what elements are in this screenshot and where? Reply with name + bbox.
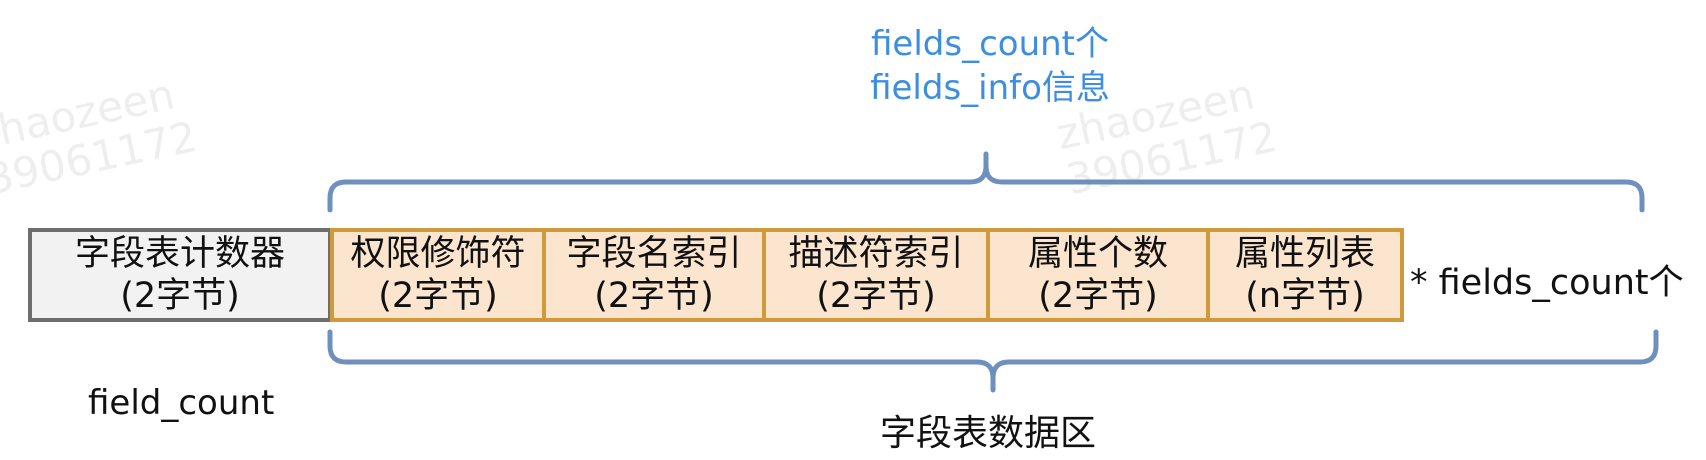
attributes-list-cell: 属性列表 (n字节) — [1206, 228, 1404, 322]
fields-info-label-line-1: fields_count个 — [871, 24, 1109, 64]
access-flags-cell: 权限修饰符 (2字节) — [330, 228, 546, 322]
fields-info-label: fields_count个 fields_info信息 — [820, 22, 1160, 110]
cell-size: (2字节) — [378, 276, 498, 316]
cell-name: 属性列表 — [1234, 234, 1375, 274]
field-counter-cell: 字段表计数器 (2字节) — [28, 228, 332, 322]
top-brace — [327, 151, 1645, 213]
field-count-label: field_count — [88, 383, 275, 423]
cell-name: 属性个数 — [1027, 234, 1168, 274]
cell-size: (2字节) — [594, 276, 714, 316]
field-counter-size: (2字节) — [120, 276, 240, 316]
field-table-data-area-label: 字段表数据区 — [880, 413, 1097, 454]
cell-size: (n字节) — [1245, 276, 1365, 316]
field-counter-name: 字段表计数器 — [74, 234, 285, 274]
fields-count-multiplier-label: * fields_count个 — [1410, 263, 1684, 303]
cell-name: 描述符索引 — [788, 234, 964, 274]
cell-size: (2字节) — [816, 276, 936, 316]
fields-info-label-line-2: fields_info信息 — [870, 68, 1110, 108]
bottom-brace — [327, 329, 1659, 393]
cell-name: 权限修饰符 — [350, 234, 526, 274]
cell-name: 字段名索引 — [566, 234, 742, 274]
name-index-cell: 字段名索引 (2字节) — [542, 228, 766, 322]
cell-size: (2字节) — [1038, 276, 1158, 316]
attributes-count-cell: 属性个数 (2字节) — [986, 228, 1210, 322]
descriptor-index-cell: 描述符索引 (2字节) — [762, 228, 990, 322]
